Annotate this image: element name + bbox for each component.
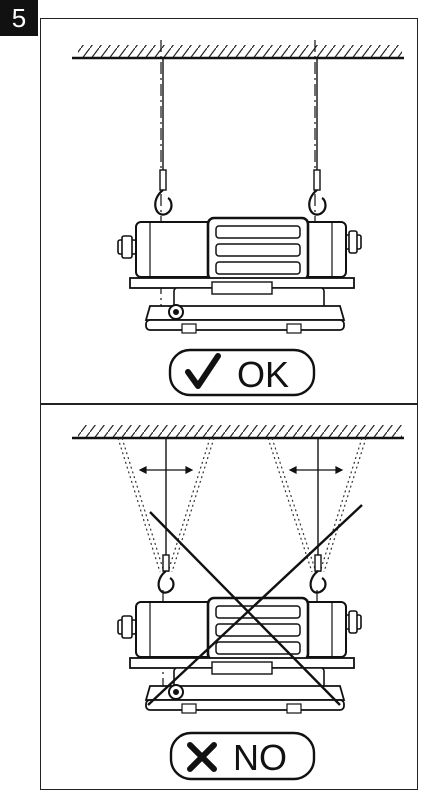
no-verdict-box: NO <box>169 731 316 781</box>
suspension-cables <box>154 58 327 216</box>
panel-divider <box>40 403 418 405</box>
incorrect-mount-panel: NO <box>72 425 404 781</box>
ok-verdict-box: OK <box>168 348 316 397</box>
luminaire <box>116 596 363 715</box>
angled-cable-positions <box>117 437 367 573</box>
prohibited-cross-icon <box>147 504 363 706</box>
ok-label: OK <box>237 354 289 395</box>
swing-arrows <box>138 466 344 474</box>
luminaire <box>116 216 363 335</box>
ceiling <box>72 45 404 60</box>
checkmark-icon <box>185 353 221 389</box>
step-number-badge: 5 <box>0 0 38 36</box>
step-number: 5 <box>11 3 27 33</box>
ceiling <box>72 425 404 440</box>
correct-mount-panel: OK <box>72 40 404 397</box>
suspension-cables <box>157 438 327 594</box>
cross-icon <box>187 742 217 772</box>
no-label: NO <box>233 737 287 778</box>
